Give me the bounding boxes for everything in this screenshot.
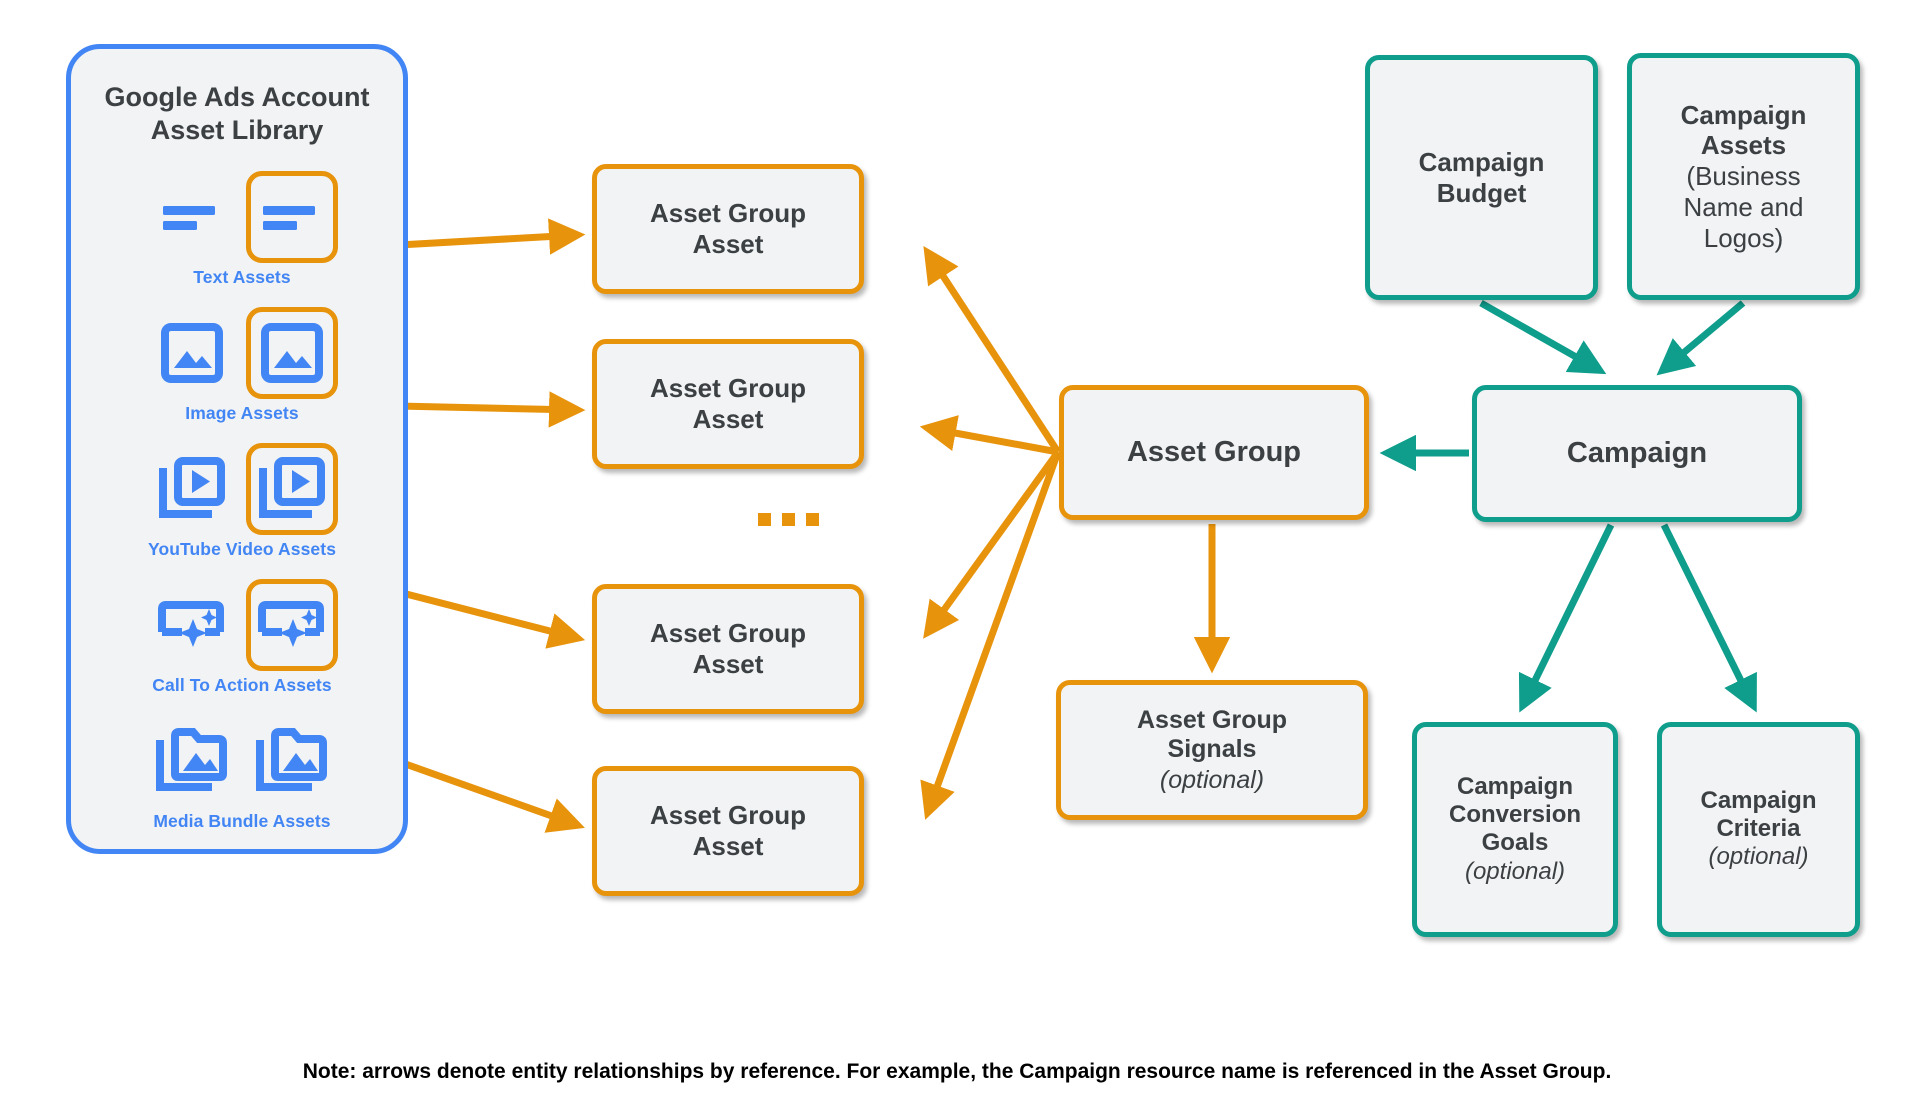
call-to-action-asset-icon (158, 601, 224, 647)
edge-budget-to-campaign (1479, 299, 1607, 375)
asset-row-text[interactable]: Text Assets (71, 169, 413, 288)
asset-group-asset-line2: Asset (692, 649, 764, 679)
asset-group-signals-line2: Signals (1167, 735, 1257, 763)
youtube-video-asset-icon (159, 457, 225, 518)
youtube-video-asset-icon-plain (146, 443, 238, 535)
text-asset-icon-plain (146, 171, 238, 263)
edge-assets-to-campaign (1656, 300, 1746, 376)
campaign-criteria-box[interactable]: Campaign Criteria (optional) (1657, 722, 1860, 937)
campaign-criteria-line2: Criteria (1716, 815, 1801, 843)
ellipsis-dot-3 (806, 513, 819, 526)
campaign-assets-sub1: (Business (1686, 161, 1801, 192)
asset-group-asset-box-3[interactable]: Asset Group Asset (592, 584, 864, 714)
asset-group-asset-line2: Asset (692, 831, 764, 861)
campaign-conversion-goals-box[interactable]: Campaign Conversion Goals (optional) (1412, 722, 1618, 937)
call-to-action-asset-icon-highlighted[interactable] (246, 579, 338, 671)
asset-group-asset-line1: Asset Group (649, 373, 807, 404)
asset-group-asset-line1: Asset Group (649, 800, 807, 831)
asset-row-cta[interactable]: Call To Action Assets (71, 577, 413, 696)
asset-library-panel: Google Ads Account Asset Library (66, 44, 408, 854)
edge-ag-to-aga1 (923, 245, 1061, 454)
edge-ag-to-aga3 (923, 449, 1061, 639)
campaign-assets-line2: Assets (1700, 130, 1787, 161)
asset-row-video[interactable]: YouTube Video Assets (71, 441, 413, 560)
asset-group-asset-line2: Asset (692, 229, 764, 259)
media-bundle-asset-icon-plain-1 (146, 715, 238, 807)
library-title-line1: Google Ads Account (104, 82, 370, 112)
asset-group-asset-box-2[interactable]: Asset Group Asset (592, 339, 864, 469)
youtube-video-asset-icon-highlighted[interactable] (246, 443, 338, 535)
campaign-assets-line1: Campaign (1680, 99, 1807, 130)
campaign-budget-line1: Campaign (1418, 146, 1545, 177)
edge-ag-to-aga2 (919, 415, 1059, 456)
campaign-conversion-goals-line3: Goals (1481, 829, 1549, 857)
library-title: Google Ads Account Asset Library (71, 81, 403, 148)
asset-group-asset-box-4[interactable]: Asset Group Asset (592, 766, 864, 896)
media-bundle-asset-icon (156, 728, 227, 791)
footer-note: Note: arrows denote entity relationships… (302, 1060, 1612, 1083)
ellipsis-indicator (758, 513, 858, 526)
campaign-budget-line2: Budget (1436, 177, 1527, 208)
asset-label-media-bundle: Media Bundle Assets (153, 811, 331, 831)
asset-icons-image (71, 305, 413, 401)
asset-row-media-bundle[interactable]: Media Bundle Assets (71, 713, 413, 832)
text-asset-icon-highlighted[interactable] (246, 171, 338, 263)
text-asset-icon (163, 206, 215, 230)
campaign-assets-box[interactable]: Campaign Assets (Business Name and Logos… (1627, 53, 1860, 300)
asset-row-image[interactable]: Image Assets (71, 305, 413, 424)
ellipsis-dot-1 (758, 513, 771, 526)
asset-group-asset-line2: Asset (692, 404, 764, 434)
asset-icons-video (71, 441, 413, 537)
library-title-line2: Asset Library (150, 115, 324, 146)
asset-label-image: Image Assets (185, 403, 299, 423)
campaign-conversion-goals-line1: Campaign (1456, 772, 1573, 800)
asset-label-video: YouTube Video Assets (147, 539, 337, 559)
asset-label-text: Text Assets (193, 267, 291, 287)
edge-campaign-to-criteria (1660, 523, 1757, 713)
image-asset-icon-plain (146, 307, 238, 399)
asset-group-signals-line1: Asset Group (1136, 705, 1288, 734)
media-bundle-asset-icon-plain-2 (246, 715, 338, 807)
image-asset-icon-highlighted[interactable] (246, 307, 338, 399)
campaign-label: Campaign (1566, 437, 1708, 470)
media-bundle-asset-icon (256, 728, 327, 791)
asset-group-signals-box[interactable]: Asset Group Signals (optional) (1056, 680, 1368, 820)
campaign-assets-sub3: Logos) (1703, 222, 1784, 253)
text-asset-icon (263, 206, 315, 230)
asset-group-label: Asset Group (1126, 436, 1302, 469)
asset-group-box[interactable]: Asset Group (1059, 385, 1369, 520)
asset-label-cta: Call To Action Assets (152, 675, 332, 695)
campaign-box[interactable]: Campaign (1472, 385, 1802, 522)
campaign-assets-sub2: Name and (1683, 191, 1804, 222)
image-asset-icon (261, 323, 323, 383)
campaign-conversion-goals-line2: Conversion (1448, 800, 1582, 828)
call-to-action-asset-icon (258, 601, 324, 647)
asset-group-signals-optional: (optional) (1159, 765, 1265, 794)
youtube-video-asset-icon (259, 457, 325, 518)
edge-ag-to-aga4 (920, 450, 1062, 820)
ellipsis-dot-2 (782, 513, 795, 526)
call-to-action-asset-icon-plain (146, 579, 238, 671)
asset-group-asset-line1: Asset Group (649, 198, 807, 229)
campaign-budget-box[interactable]: Campaign Budget (1365, 55, 1598, 300)
asset-group-asset-box-1[interactable]: Asset Group Asset (592, 164, 864, 294)
edge-campaign-to-goals (1518, 523, 1615, 713)
asset-icons-text (71, 169, 413, 265)
asset-group-asset-line1: Asset Group (649, 618, 807, 649)
campaign-criteria-line1: Campaign (1700, 786, 1817, 814)
campaign-criteria-optional: (optional) (1708, 843, 1809, 871)
asset-icons-cta (71, 577, 413, 673)
asset-icons-media-bundle (71, 713, 413, 809)
image-asset-icon (161, 323, 223, 383)
campaign-conversion-goals-optional: (optional) (1464, 857, 1566, 885)
